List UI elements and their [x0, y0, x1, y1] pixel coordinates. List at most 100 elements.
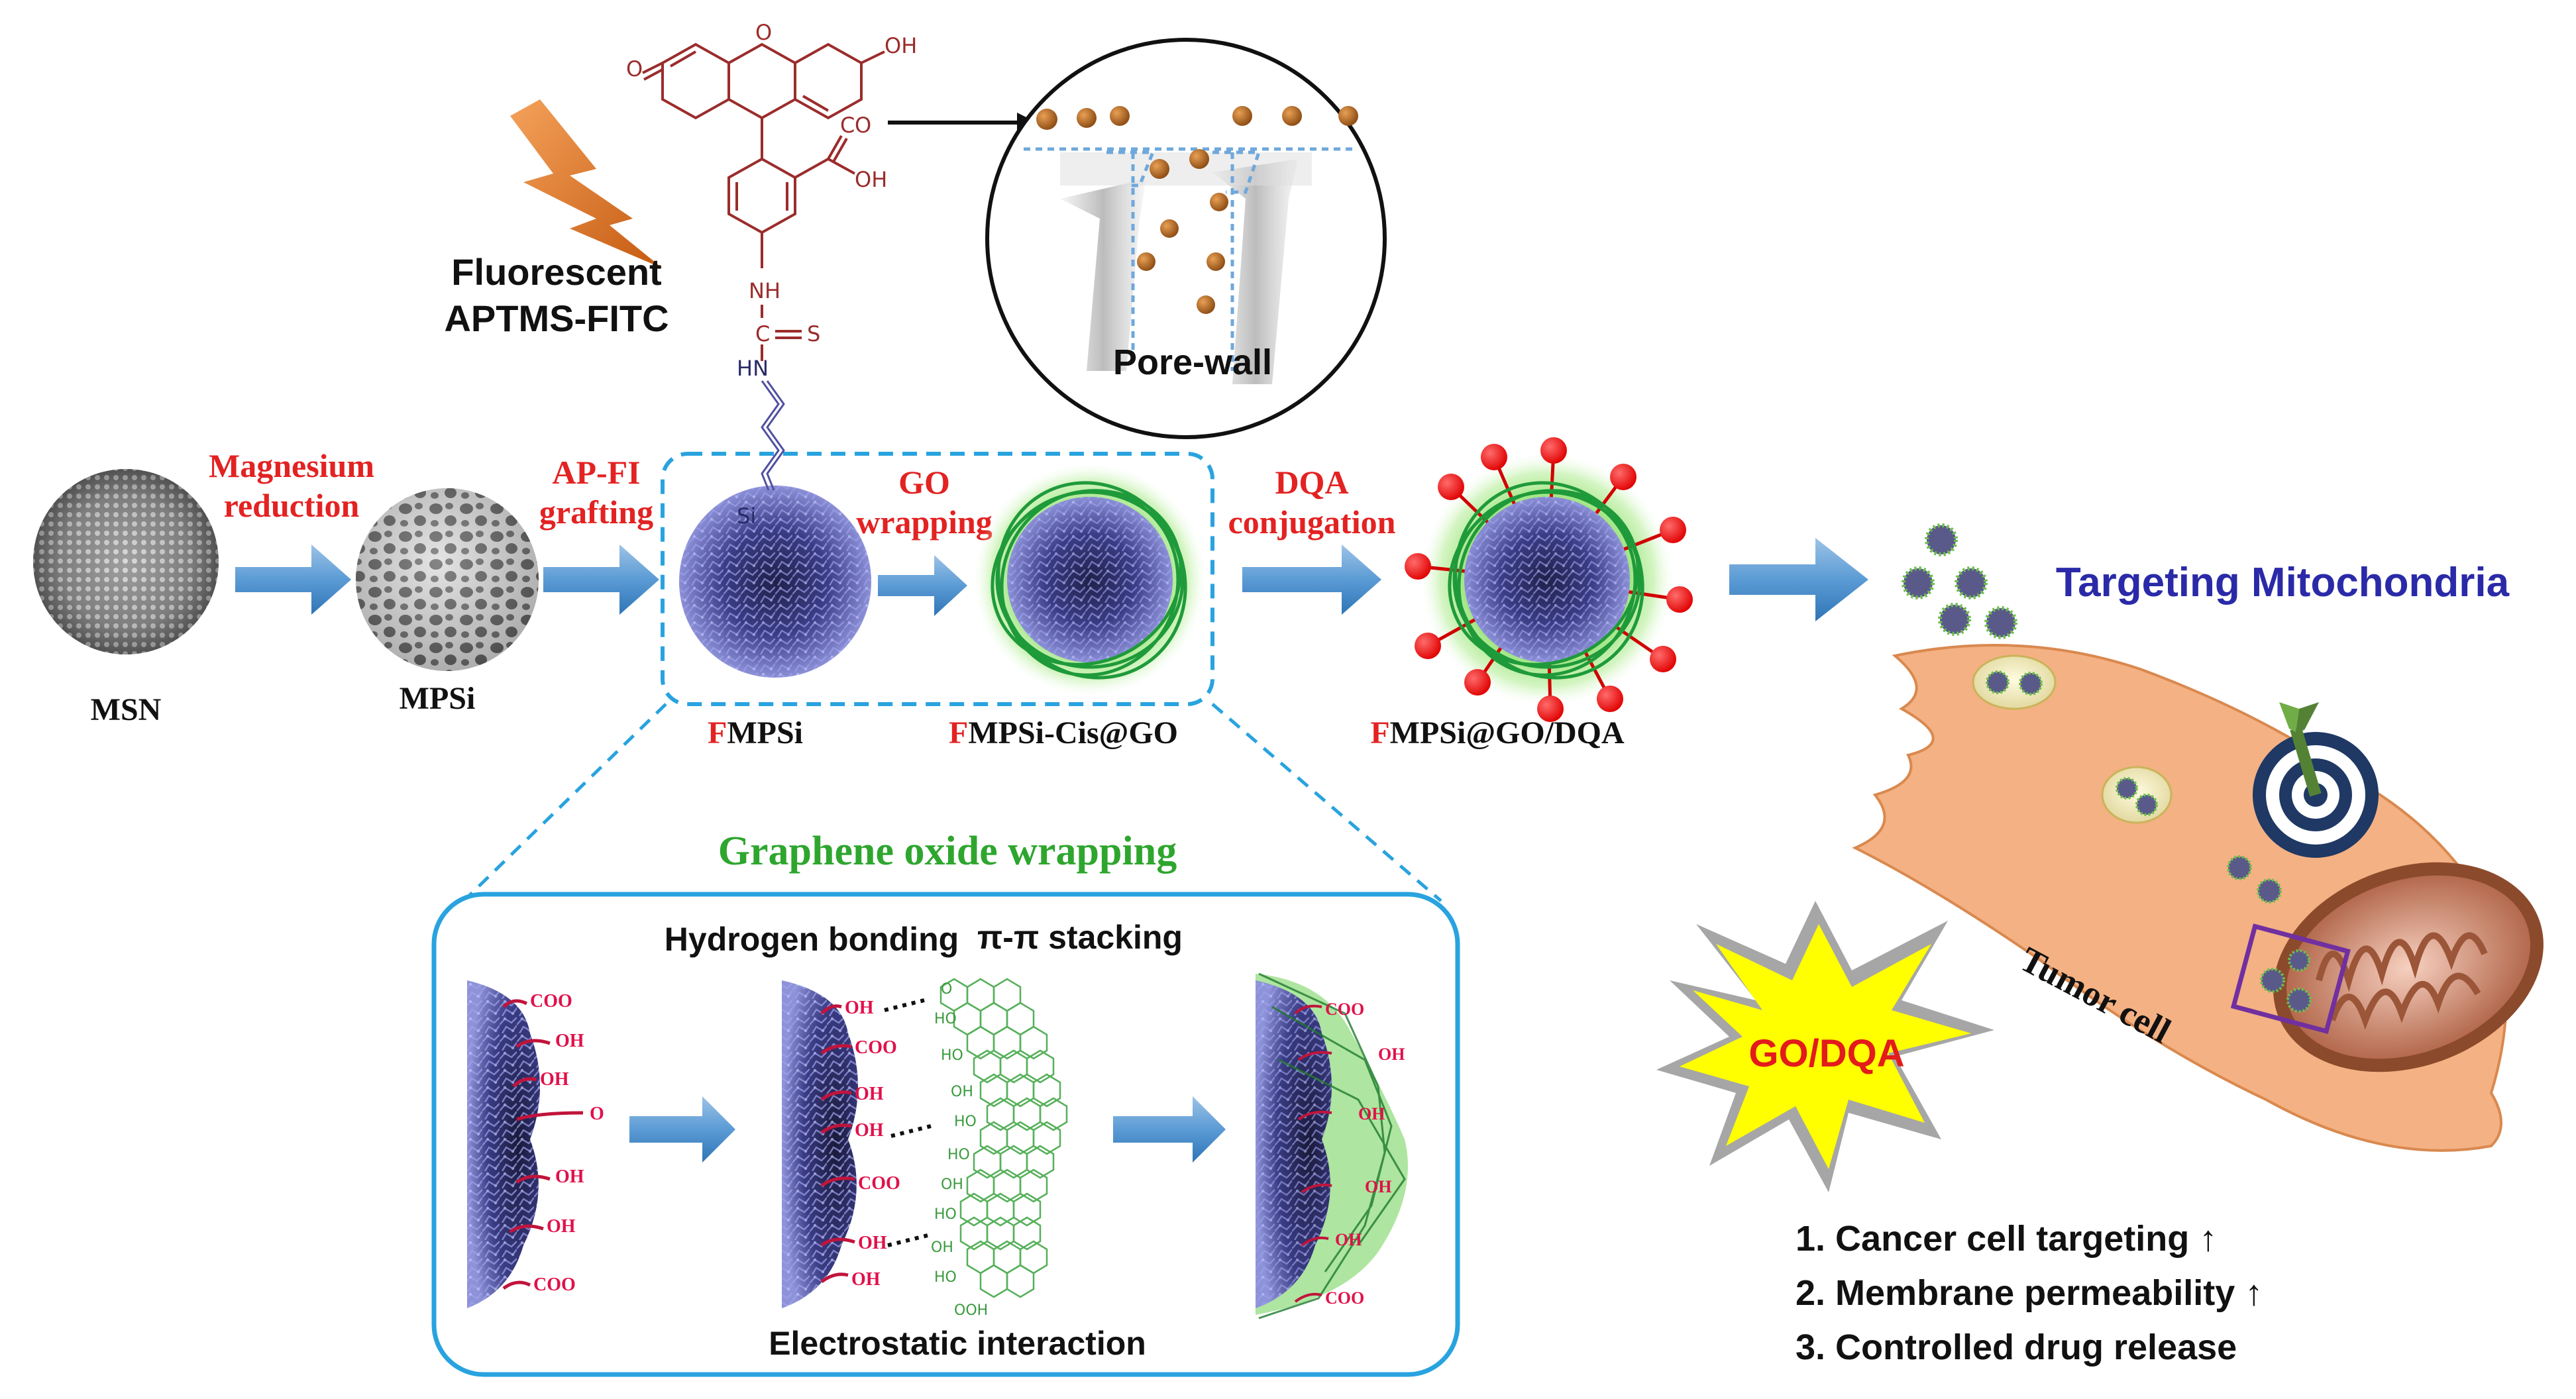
go-group-8: OH	[931, 1239, 953, 1256]
fitc-nh: NH	[749, 278, 780, 303]
mid-group-0: OH	[845, 998, 874, 1018]
mitochondrion-highlight-box	[2230, 923, 2351, 1035]
fmpsi-go-dqa-label: FMPSi@GO/DQA	[1370, 715, 1625, 751]
go-group-10: OOH	[954, 1302, 988, 1319]
left-group-0: COO	[530, 991, 572, 1011]
benefit-item-2: 2. Membrane permeability ↑	[1796, 1273, 2263, 1313]
right-group-3: OH	[1365, 1177, 1391, 1196]
mitochondrion	[2273, 862, 2544, 1072]
step4-label-line1: DQA	[1275, 464, 1348, 501]
endosome-vesicle	[1972, 654, 2173, 824]
fmpsi-cis-go-label: FMPSi-Cis@GO	[949, 715, 1178, 751]
fitc-structure	[642, 42, 885, 361]
graphene-oxide-sheet	[939, 978, 1068, 1298]
mid-group-1: COO	[855, 1037, 897, 1058]
fmpsi-particle	[679, 486, 871, 678]
process-arrow-1	[235, 544, 351, 615]
go-dqa-burst-label: GO/DQA	[1748, 1032, 1904, 1075]
left-group-4: OH	[555, 1166, 584, 1187]
nanoparticle-cluster-mid	[2227, 855, 2282, 904]
process-arrow-4	[1242, 544, 1381, 615]
go-dqa-burst-icon	[1656, 901, 1994, 1192]
go-group-7: HO	[934, 1206, 957, 1223]
targeting-title: Targeting Mitochondria	[2056, 560, 2510, 605]
nanoparticle-cluster-top	[1902, 523, 2017, 639]
fmpsi-label: FMPSi	[708, 715, 803, 751]
step2-label-line2: grafting	[539, 493, 653, 531]
mid-group-4: COO	[858, 1173, 900, 1194]
fitc-o-ring: O	[755, 20, 772, 45]
go-group-6: OH	[941, 1176, 963, 1193]
left-group-6: COO	[533, 1274, 576, 1295]
right-group-2: OH	[1358, 1104, 1385, 1123]
pipi-label: π-π stacking	[977, 919, 1183, 956]
go-group-5: HO	[947, 1147, 970, 1163]
benefit-item-3: 3. Controlled drug release	[1796, 1327, 2237, 1367]
process-arrow-5	[1729, 538, 1868, 621]
molecule-title-line1: Fluorescent	[451, 251, 661, 293]
step1-label-line1: Magnesium	[209, 447, 374, 484]
fitc-si: Si	[737, 503, 756, 529]
mid-group-2: OH	[855, 1084, 884, 1104]
zoom-guide-lines	[462, 703, 1442, 902]
fitc-c-acid: C	[840, 113, 855, 138]
step2-label-line1: AP-FI	[552, 454, 640, 491]
go-group-3: OH	[951, 1084, 973, 1100]
mid-group-3: OH	[855, 1120, 884, 1141]
step4-label-line2: conjugation	[1228, 503, 1396, 541]
fitc-hn: HN	[737, 356, 769, 381]
go-group-1: HO	[934, 1011, 957, 1027]
step1-label-line2: reduction	[224, 487, 360, 524]
molecule-title-line2: APTMS-FITC	[444, 297, 669, 339]
left-group-3: O	[590, 1104, 604, 1124]
mpsi-label: MPSi	[400, 681, 476, 716]
fitc-s-thio: S	[807, 321, 820, 346]
surface-middle	[782, 980, 932, 1308]
fitc-oh-right: OH	[885, 33, 917, 58]
mid-group-6: OH	[851, 1269, 881, 1290]
fmpsi-cis-go-particle	[974, 464, 1206, 696]
left-group-2: OH	[540, 1069, 569, 1090]
go-group-2: HO	[941, 1047, 963, 1064]
left-group-5: OH	[547, 1216, 576, 1237]
left-group-1: OH	[555, 1031, 584, 1051]
benefit-item-1: 1. Cancer cell targeting ↑	[1796, 1219, 2217, 1259]
fmpsi-go-dqa-particle	[1405, 437, 1693, 722]
step3-label-line1: GO	[898, 464, 950, 501]
electrostatic-label: Electrostatic interaction	[769, 1325, 1146, 1362]
go-group-4: HO	[954, 1114, 977, 1130]
fitc-oh-acid: OH	[855, 167, 887, 192]
mid-group-5: OH	[858, 1233, 887, 1253]
lightning-icon	[510, 99, 663, 268]
process-arrow-2	[543, 544, 659, 615]
wrapping-focus-box	[661, 452, 1214, 706]
panel-arrow-1	[629, 1096, 735, 1163]
msn-particle	[33, 469, 219, 654]
msn-label: MSN	[91, 692, 162, 727]
right-group-4: OH	[1335, 1230, 1362, 1249]
right-group-5: COO	[1325, 1288, 1364, 1308]
surface-right-wrapped	[1256, 972, 1408, 1320]
propyl-linker	[761, 380, 785, 491]
panel-arrow-2	[1113, 1096, 1226, 1163]
step3-label-line2: wrapping	[856, 503, 993, 541]
pore-wall-label: Pore-wall	[1113, 342, 1272, 382]
mpsi-particle	[356, 488, 539, 671]
right-group-1: OH	[1378, 1045, 1405, 1064]
pore-wall-inset	[985, 38, 1387, 439]
fitc-c-thio: C	[755, 321, 770, 346]
go-group-9: HO	[934, 1269, 957, 1286]
go-group-0: O	[941, 981, 952, 998]
fitc-o-acid: O	[855, 113, 871, 138]
wrapping-title: Graphene oxide wrapping	[718, 829, 1177, 874]
wrapping-panel	[431, 892, 1460, 1377]
pointer-arrow	[888, 113, 1037, 132]
process-arrow-3	[878, 555, 967, 616]
target-icon	[2253, 702, 2379, 858]
fitc-o-left: O	[626, 56, 643, 81]
hbond-label: Hydrogen bonding	[665, 921, 959, 958]
surface-left	[467, 980, 584, 1308]
nanoparticle-cluster-mito	[2260, 949, 2312, 1013]
right-group-0: COO	[1325, 1000, 1364, 1019]
